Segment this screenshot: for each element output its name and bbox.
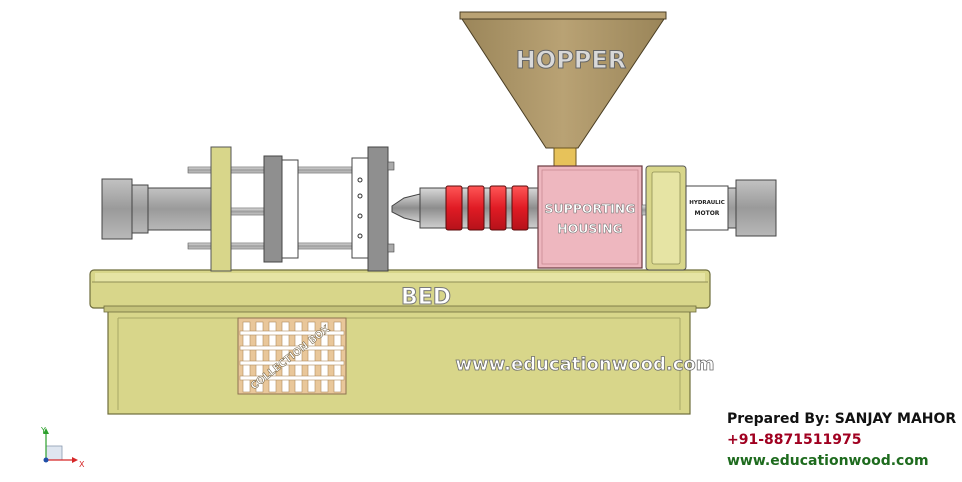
- axis-triad: Y X: [40, 426, 85, 469]
- bed-label: BED: [401, 285, 451, 310]
- phone-number: +91-8871511975: [727, 432, 862, 448]
- motor-label-line1: HYDRAULIC: [689, 200, 725, 206]
- rear-platen: [210, 146, 232, 272]
- heater-bands: [445, 185, 529, 231]
- hopper-label: HOPPER: [516, 46, 627, 74]
- supporting-housing: [537, 165, 643, 269]
- motor-label-line2: MOTOR: [695, 210, 720, 217]
- hydraulic-motor: [685, 179, 777, 237]
- bed-top-plate: [89, 269, 711, 313]
- axis-y-label: Y: [40, 426, 46, 435]
- prepared-by: Prepared By: SANJAY MAHOR: [727, 411, 957, 427]
- supporting-housing-label-line2: HOUSING: [557, 221, 623, 236]
- clamp-cylinder: [101, 178, 213, 240]
- collection-box: [237, 317, 347, 395]
- hopper: [459, 11, 667, 167]
- moving-platen: [263, 155, 299, 263]
- bed-base: [107, 309, 691, 415]
- axis-x-label: X: [79, 460, 85, 469]
- motor-mount: [645, 165, 687, 271]
- mould: [351, 146, 395, 272]
- website-link[interactable]: www.educationwood.com: [727, 453, 929, 469]
- supporting-housing-label-line1: SUPPORTING: [544, 201, 635, 216]
- bed-watermark: www.educationwood.com: [455, 354, 714, 375]
- credits-block: Prepared By: SANJAY MAHOR +91-8871511975…: [727, 409, 956, 472]
